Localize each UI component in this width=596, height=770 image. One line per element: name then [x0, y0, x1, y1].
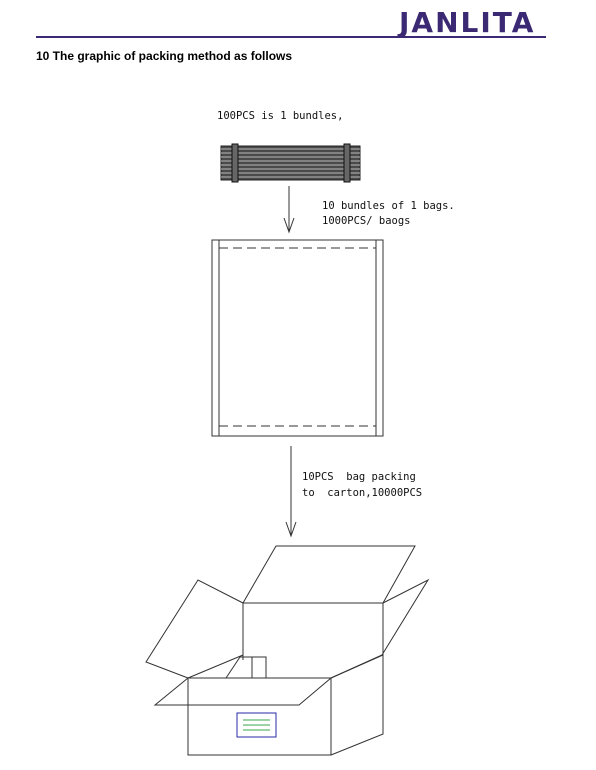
arrow-down-icon	[283, 186, 295, 234]
arrow-down-icon	[285, 446, 297, 538]
carton-illustration	[145, 545, 430, 756]
step1-label: 100PCS is 1 bundles,	[217, 110, 344, 122]
bundle-illustration	[220, 143, 361, 183]
brand-logo: JANLITA	[399, 6, 536, 39]
carton-label	[236, 712, 277, 738]
step3-label-line2: to carton,10000PCS	[302, 487, 423, 499]
header-rule	[36, 36, 546, 38]
step3-label-line1: 10PCS bag packing	[302, 471, 416, 483]
step2-label-line2: 1000PCS/ baogs	[322, 215, 411, 227]
step2-label-line1: 10 bundles of 1 bags.	[322, 200, 455, 212]
section-heading: 10 The graphic of packing method as foll…	[36, 49, 293, 63]
bag-illustration	[211, 239, 384, 437]
